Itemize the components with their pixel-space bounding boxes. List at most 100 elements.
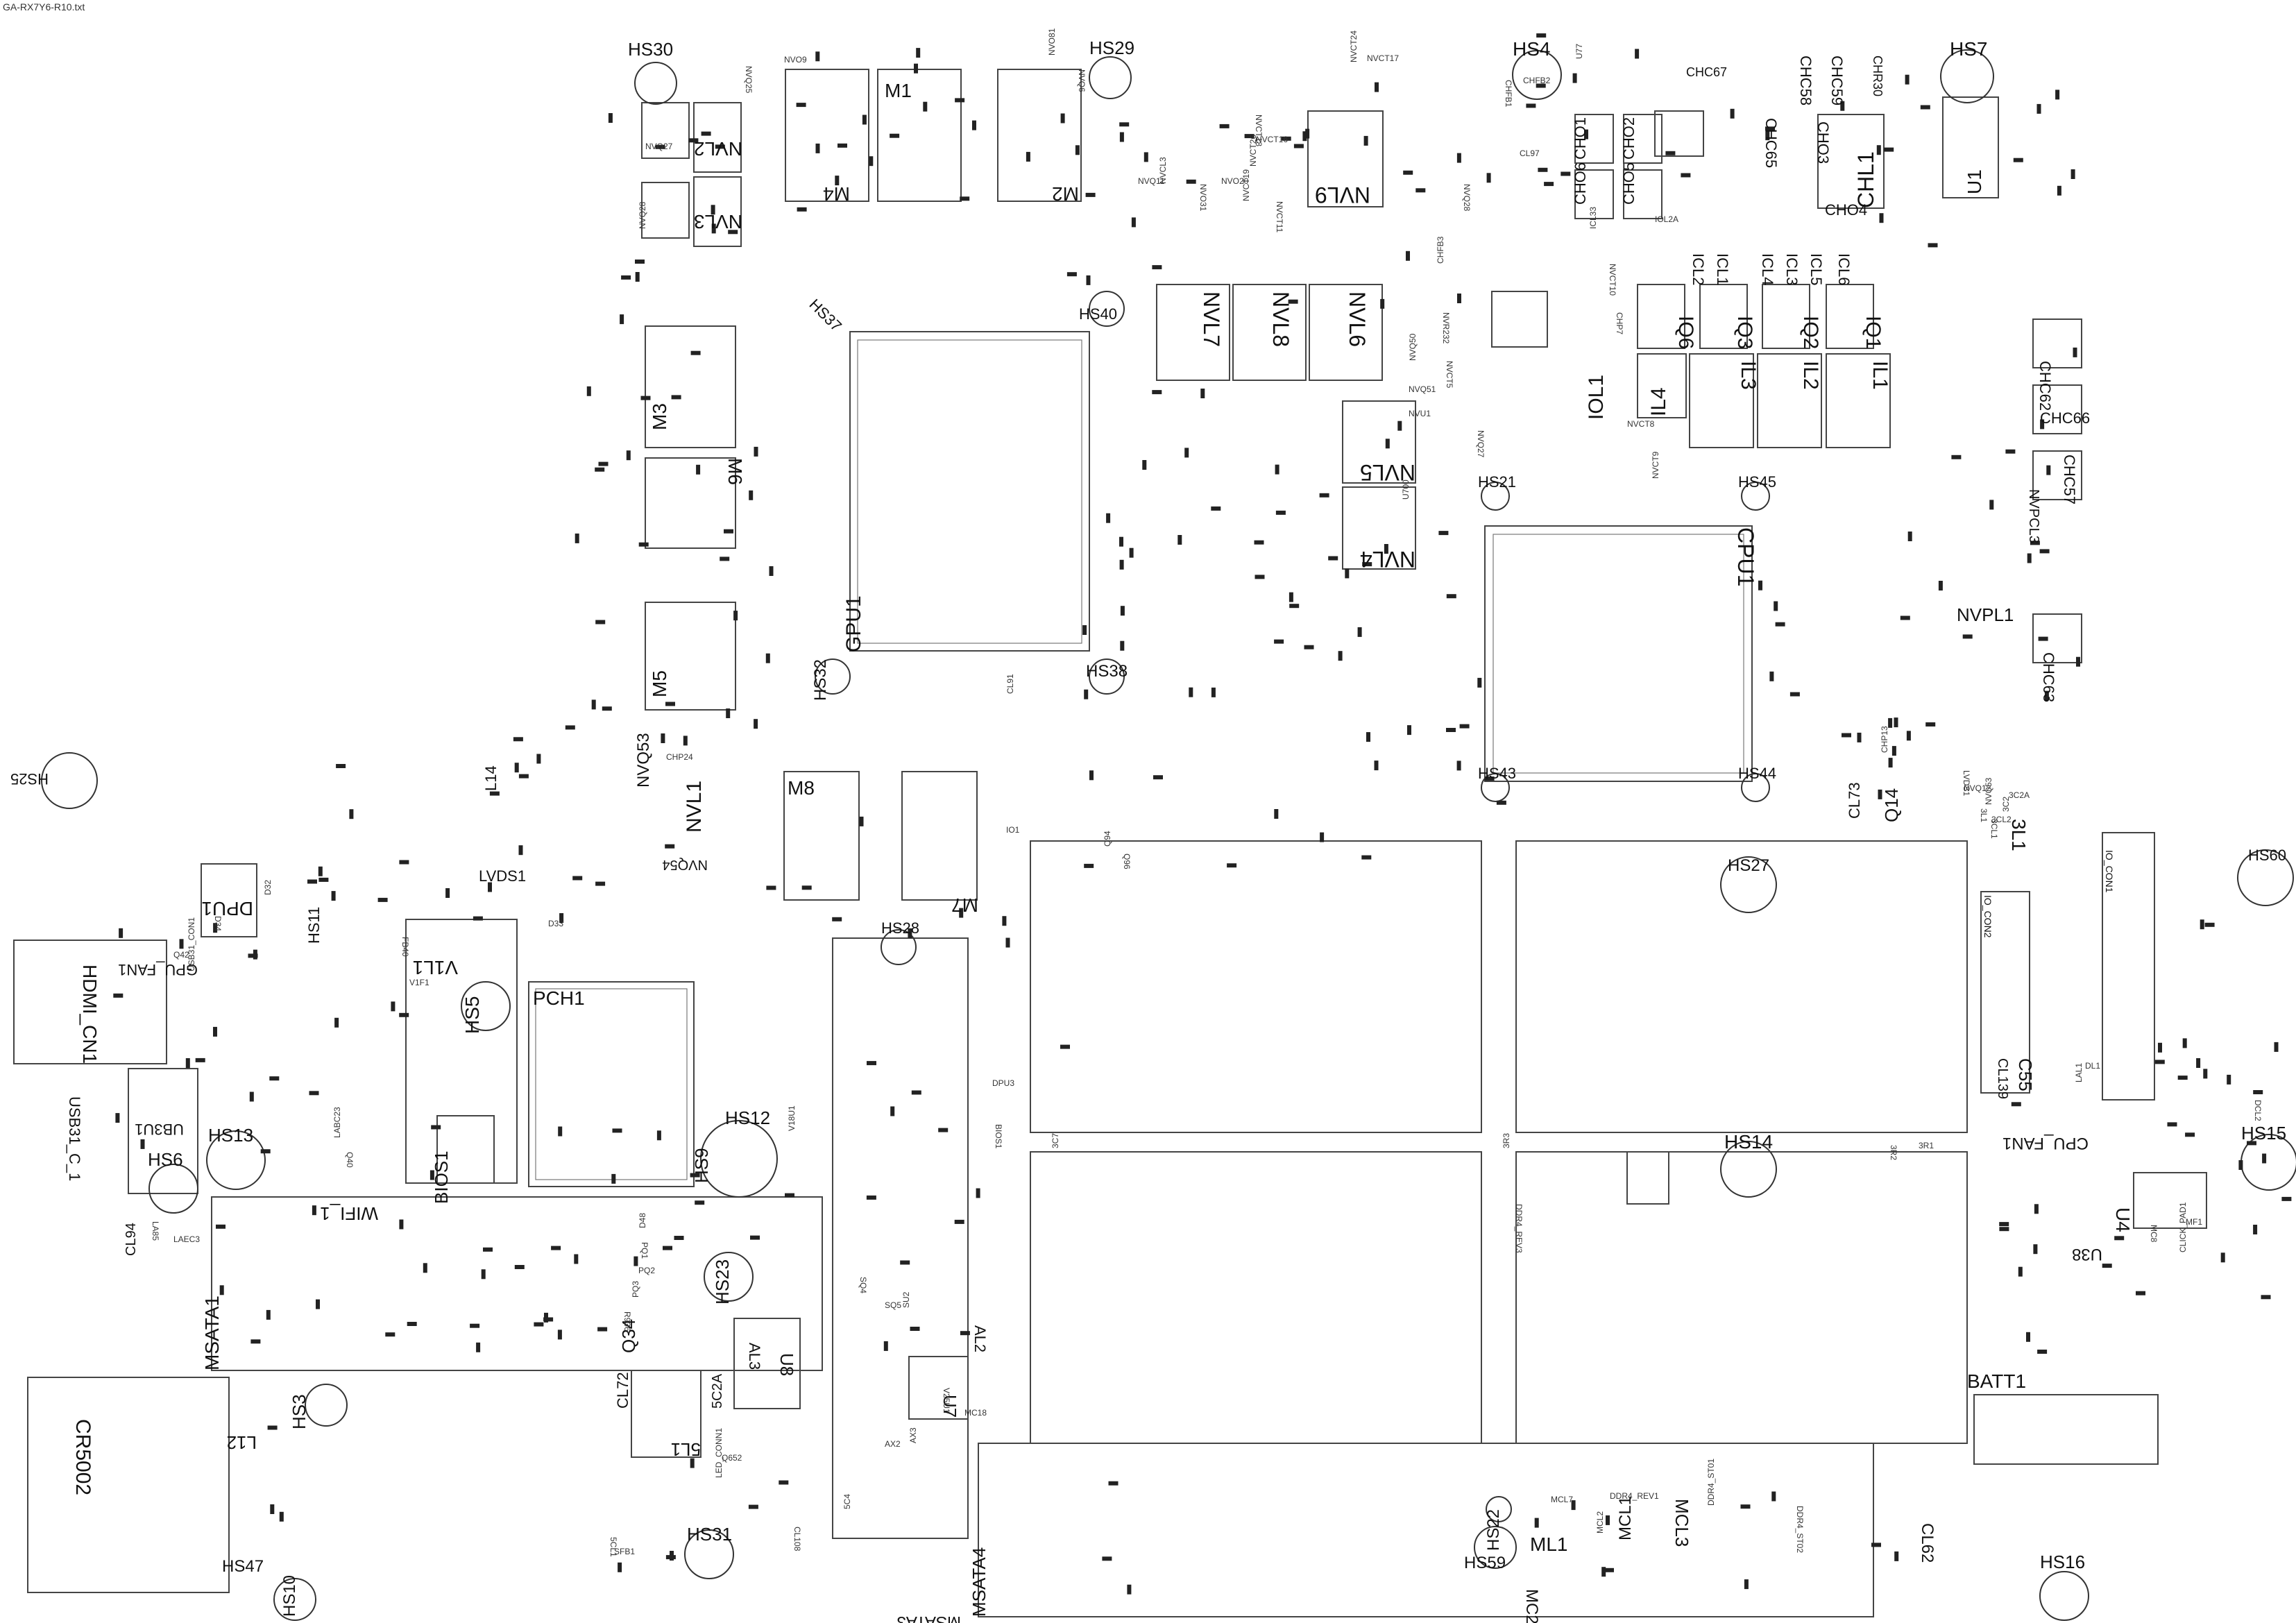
label: HS30 xyxy=(628,39,673,60)
pad xyxy=(2013,158,2023,162)
hole-hs13 xyxy=(206,1130,266,1190)
pad xyxy=(621,275,631,280)
pad xyxy=(1526,103,1536,108)
pad xyxy=(960,196,970,201)
pad xyxy=(1999,1227,2009,1232)
small-component-label: CHFB1 xyxy=(1504,80,1513,108)
pad xyxy=(481,1269,486,1280)
small-component-label: DDR4_ST01 xyxy=(1706,1459,1716,1506)
pad xyxy=(754,719,758,729)
outline-m8 xyxy=(783,771,860,901)
small-component-label: CHFB2 xyxy=(1523,76,1551,85)
pad xyxy=(336,764,346,768)
pad xyxy=(1989,500,1994,510)
pad xyxy=(267,1425,278,1430)
pad xyxy=(1999,1222,2009,1227)
label: CHC67 xyxy=(1686,65,1727,79)
pad xyxy=(558,1126,563,1137)
outline-hs14-part xyxy=(1626,1151,1669,1205)
pad xyxy=(661,733,665,743)
small-component-label: 5CL1 xyxy=(609,1537,618,1557)
pad xyxy=(399,860,409,865)
label: CHL1 xyxy=(1853,151,1878,208)
pad xyxy=(1186,179,1196,184)
outline-nvq27 xyxy=(641,102,690,159)
label: LVDS1 xyxy=(479,867,526,885)
outline-cpu1 xyxy=(1484,525,1753,782)
label: HS28 xyxy=(881,919,919,937)
pad xyxy=(638,542,649,547)
label: HDMI_CN1 xyxy=(79,965,101,1064)
pad xyxy=(972,120,976,130)
label: HS25 xyxy=(10,770,49,788)
outline-u4 xyxy=(2133,1172,2207,1229)
hole-hs27 xyxy=(1720,856,1777,913)
label: NVL5 xyxy=(1360,460,1415,485)
outline-pch1-inner xyxy=(535,988,688,1180)
pad xyxy=(399,1219,404,1230)
small-component-label: LAL1 xyxy=(2074,1063,2084,1082)
label: HS21 xyxy=(1478,473,1516,491)
pad xyxy=(1486,173,1491,183)
pad xyxy=(797,207,807,212)
label: IL4 xyxy=(1647,387,1670,416)
pad xyxy=(1293,144,1304,148)
label: CHO3 xyxy=(1814,121,1832,164)
hole-hs16 xyxy=(2039,1571,2089,1621)
small-component-label: U77 xyxy=(1574,44,1584,59)
pad xyxy=(1758,580,1762,590)
label: NVL4 xyxy=(1360,547,1415,572)
outline-il2 xyxy=(1757,353,1822,448)
small-component-label: NVQ53 xyxy=(1984,777,1993,805)
pad xyxy=(1406,250,1410,261)
label: HS59 xyxy=(1464,1554,1506,1572)
label: NVL2 xyxy=(694,138,742,160)
label: L12 xyxy=(227,1432,257,1453)
outline-bottom-slot xyxy=(978,1443,1874,1617)
pad xyxy=(1572,73,1577,83)
pad xyxy=(595,467,605,472)
pad xyxy=(695,1200,705,1205)
label: HS13 xyxy=(208,1125,253,1146)
pad xyxy=(690,1458,695,1468)
pad xyxy=(574,1254,579,1264)
pad xyxy=(1319,493,1329,498)
hole-hs10 xyxy=(273,1578,316,1621)
small-component-label: 3CL2 xyxy=(1991,815,2012,824)
outline-cho5 xyxy=(1623,169,1663,219)
pad xyxy=(318,866,323,876)
label: AL3 xyxy=(746,1343,763,1370)
pad xyxy=(1119,536,1123,547)
label: U7 xyxy=(939,1395,960,1418)
pad xyxy=(476,1342,481,1352)
outline-msata-slot xyxy=(832,937,969,1539)
label: MSATA4 xyxy=(969,1547,989,1617)
small-component-label: NVCT10 xyxy=(1608,264,1617,296)
pad xyxy=(1888,717,1893,728)
pad xyxy=(1384,544,1388,554)
label: CR5002 xyxy=(71,1419,94,1495)
pad xyxy=(960,1331,970,1336)
pad xyxy=(1177,535,1182,545)
outline-cho1 xyxy=(1574,114,1614,164)
outline-nvl6 xyxy=(1309,284,1383,381)
pad xyxy=(2167,1122,2177,1127)
outline-io-con2 xyxy=(1980,891,2030,1094)
pad xyxy=(1879,213,1884,223)
pad xyxy=(1920,105,1930,110)
hole-hs7 xyxy=(1940,49,1994,103)
outline-ub3u1 xyxy=(128,1068,198,1194)
pad xyxy=(2073,347,2077,357)
label: 5C2A xyxy=(710,1373,725,1409)
hole-hs28 xyxy=(881,929,917,965)
small-component-label: Q94 xyxy=(1103,831,1112,847)
outline-dpu1 xyxy=(201,863,257,937)
pad xyxy=(869,156,874,167)
pad xyxy=(595,620,606,624)
hole-hs30 xyxy=(634,62,677,105)
pad xyxy=(1362,562,1372,567)
small-component-label: NVO20 xyxy=(1221,176,1249,186)
pad xyxy=(559,913,564,923)
small-component-label: NVO9 xyxy=(784,55,807,65)
pad xyxy=(655,144,665,149)
